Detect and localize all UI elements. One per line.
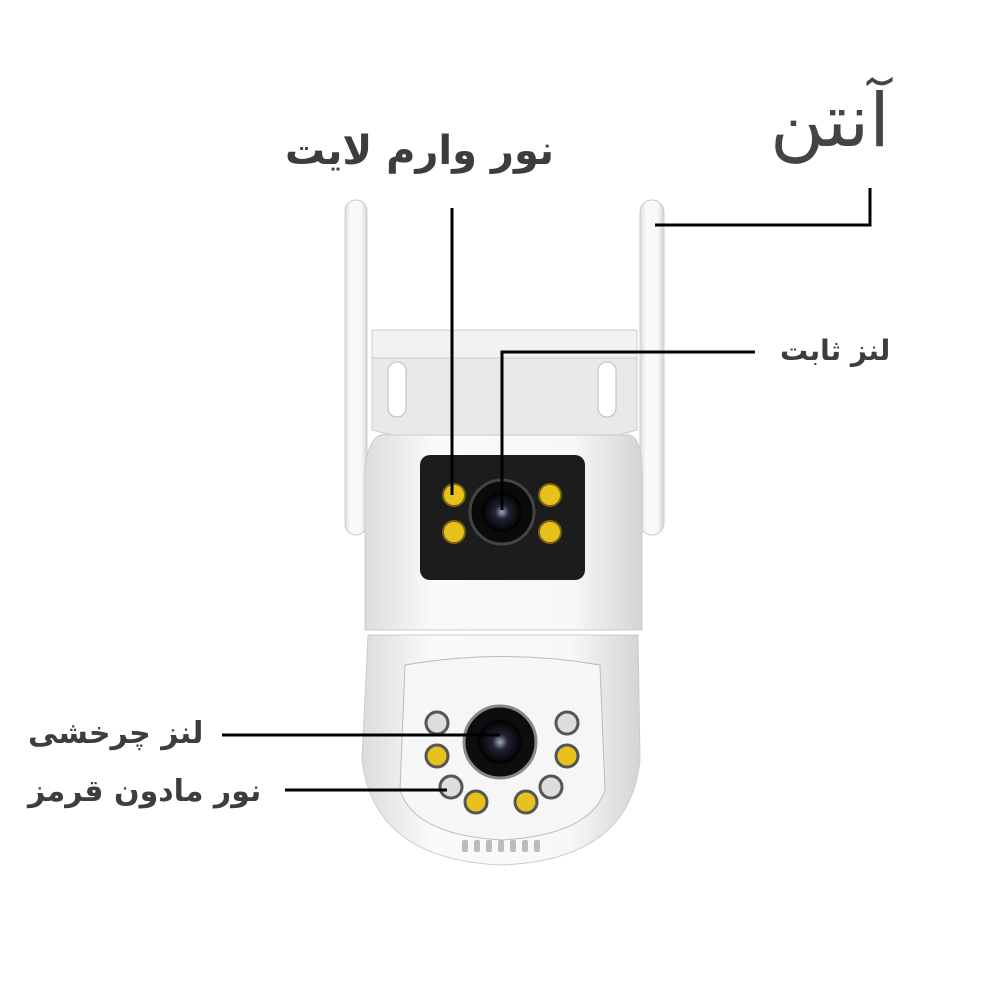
mount-bracket [371,329,638,441]
rotating-lens-label: لنز چرخشی [28,716,204,751]
right-antenna [639,199,665,536]
antenna-label: آنتن [770,78,890,164]
leader-lines [222,188,872,792]
warm-light-leds [442,483,562,544]
speaker-grille [462,840,540,852]
fixed-lens-label: لنز ثابت [780,334,891,367]
warm-light-label: نور وارم لایت [285,128,555,174]
infrared-leds [424,710,580,815]
antenna-leader [655,188,872,227]
left-antenna [344,199,368,536]
infrared-light-label: نور مادون قرمز [28,774,262,809]
fixed-lens-leader [500,350,755,510]
